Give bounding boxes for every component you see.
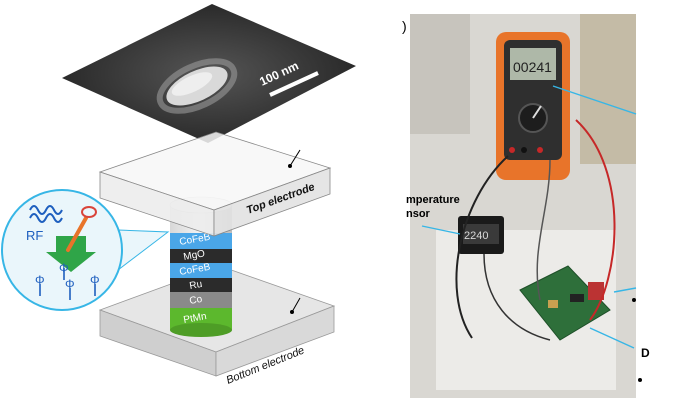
layer-label-3: Ru [189, 279, 204, 292]
layer-label-5: PtMn [183, 311, 208, 326]
temperature-label-line1: mperature [406, 194, 460, 206]
layer-3 [170, 278, 232, 292]
sensor-reading: 2240 [464, 230, 488, 242]
phi-symbol-1: Φ [35, 273, 45, 287]
pointer-board [589, 327, 635, 349]
rf-label: RF [26, 228, 43, 243]
temperature-sensor [458, 216, 504, 254]
multimeter-reading: 00241 [513, 59, 552, 75]
wire-black [455, 155, 509, 339]
top-electrode-block [98, 131, 332, 237]
sem-image [62, 4, 356, 143]
device-schematic: 100 nm Bottom electrode CoFeB MgO CoFeB … [1, 4, 356, 387]
circuit-board [519, 265, 611, 341]
layer-label-1: MgO [183, 248, 206, 263]
panel-letter: ) [402, 18, 407, 34]
phi-symbol-2: Φ [59, 261, 69, 275]
wire-red [575, 119, 616, 321]
zoom-callout [1, 189, 170, 311]
multimeter-display [510, 48, 556, 80]
pointer-multimeter [552, 85, 637, 115]
multimeter [496, 32, 570, 180]
pointer-sensor [421, 225, 461, 235]
phi-symbol-3: Φ [65, 277, 75, 291]
layer-1 [170, 249, 232, 263]
phi-symbol-4: Φ [90, 273, 100, 287]
magnetization-arrow-icon [46, 236, 96, 272]
layer-label-4: Co [189, 294, 204, 307]
edge-label-d: D [641, 346, 650, 360]
temperature-label-line2: nsor [406, 208, 430, 220]
layer-label-0: CoFeB [179, 232, 212, 248]
layer-2 [170, 263, 232, 278]
setup-photo: 00241 2240 [410, 14, 642, 398]
layer-0 [170, 233, 232, 249]
sensor-display [463, 224, 499, 244]
rf-wave-icon [29, 205, 63, 215]
precession-icon [81, 206, 97, 218]
layer-4 [170, 292, 232, 308]
pointer-right [613, 287, 637, 293]
scale-bar [269, 71, 319, 97]
layer-label-2: CoFeB [179, 262, 212, 278]
